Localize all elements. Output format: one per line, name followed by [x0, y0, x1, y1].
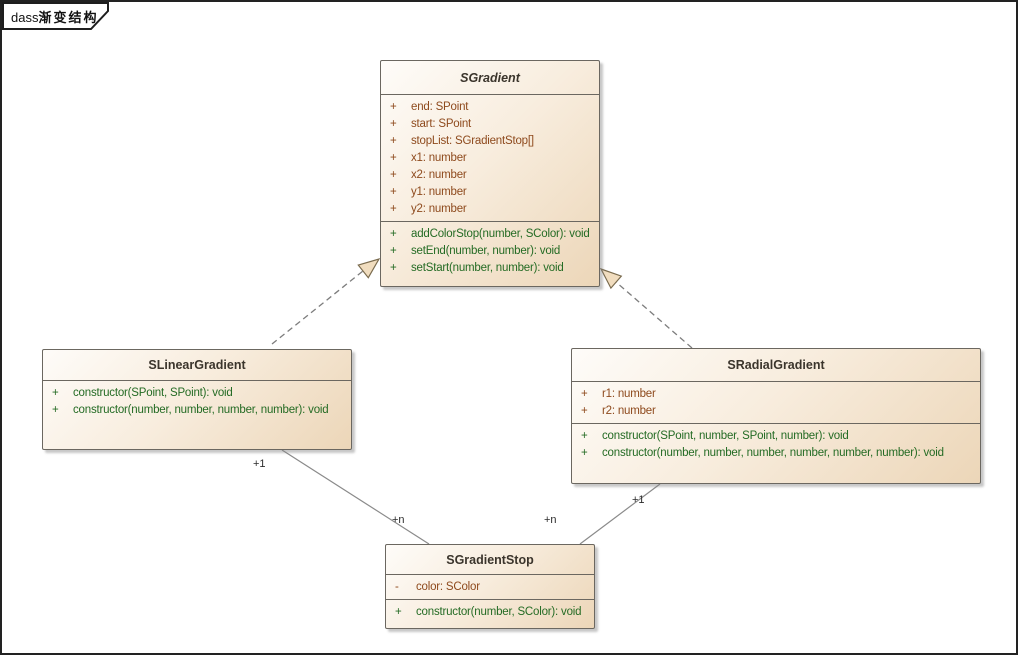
attribute-row: -color: SColor [395, 581, 480, 593]
triangle-arrowhead-radial [599, 267, 623, 290]
multiplicity-label-radial-source: +1 [632, 494, 645, 506]
attribute-row: +r2: number [581, 405, 656, 417]
frame-tab-shape [2, 2, 109, 30]
attributes-compartment: +end: SPoint +start: SPoint +stopList: S… [381, 95, 599, 222]
frame-keyword: dass [11, 10, 39, 25]
frame-tab[interactable]: dass渐变结构 [11, 7, 98, 26]
operations-compartment: +constructor(number, SColor): void [386, 600, 594, 628]
realization-radial-to-sgradient[interactable] [615, 281, 693, 349]
realization-linear-to-sgradient[interactable] [271, 270, 364, 345]
frame-title: 渐变结构 [38, 10, 99, 25]
operations-compartment: +constructor(SPoint, SPoint): void +cons… [43, 381, 351, 449]
multiplicity-label-linear-source: +1 [253, 458, 266, 470]
operations-compartment: +addColorStop(number, SColor): void +set… [381, 222, 599, 286]
class-slineargradient[interactable]: SLinearGradient +constructor(SPoint, SPo… [42, 349, 352, 450]
operation-row: +constructor(SPoint, SPoint): void [52, 387, 233, 399]
association-radial-to-stop[interactable] [579, 483, 661, 545]
operation-row: +constructor(SPoint, number, SPoint, num… [581, 430, 849, 442]
class-title-sgradient: SGradient [381, 61, 599, 95]
attribute-row: +y2: number [390, 203, 467, 215]
operation-row: +constructor(number, number, number, num… [52, 404, 329, 416]
attributes-compartment: +r1: number +r2: number [572, 382, 980, 424]
attribute-row: +x2: number [390, 169, 467, 181]
multiplicity-label-radial-target: +n [544, 514, 557, 526]
attribute-row: +stopList: SGradientStop[] [390, 135, 534, 147]
class-sradialgradient[interactable]: SRadialGradient +r1: number +r2: number … [571, 348, 981, 484]
triangle-arrowhead-linear [357, 258, 381, 279]
class-title-sradialgradient: SRadialGradient [572, 349, 980, 382]
attribute-row: +x1: number [390, 152, 467, 164]
class-title-slineargradient: SLinearGradient [43, 350, 351, 381]
multiplicity-label-linear-target: +n [392, 514, 405, 526]
attribute-row: +start: SPoint [390, 118, 472, 130]
class-title-sgradientstop: SGradientStop [386, 545, 594, 575]
operations-compartment: +constructor(SPoint, number, SPoint, num… [572, 424, 980, 483]
operation-row: +constructor(number, SColor): void [395, 606, 582, 618]
attribute-row: +y1: number [390, 186, 467, 198]
attribute-row: +r1: number [581, 388, 656, 400]
operation-row: +addColorStop(number, SColor): void [390, 228, 590, 240]
operation-row: +constructor(number, number, number, num… [581, 447, 944, 459]
operation-row: +setEnd(number, number): void [390, 245, 561, 257]
class-sgradientstop[interactable]: SGradientStop -color: SColor +constructo… [385, 544, 595, 629]
association-linear-to-stop[interactable] [281, 449, 430, 545]
operation-row: +setStart(number, number): void [390, 262, 564, 274]
attribute-row: +end: SPoint [390, 101, 469, 113]
class-sgradient[interactable]: SGradient +end: SPoint +start: SPoint +s… [380, 60, 600, 287]
attributes-compartment: -color: SColor [386, 575, 594, 600]
